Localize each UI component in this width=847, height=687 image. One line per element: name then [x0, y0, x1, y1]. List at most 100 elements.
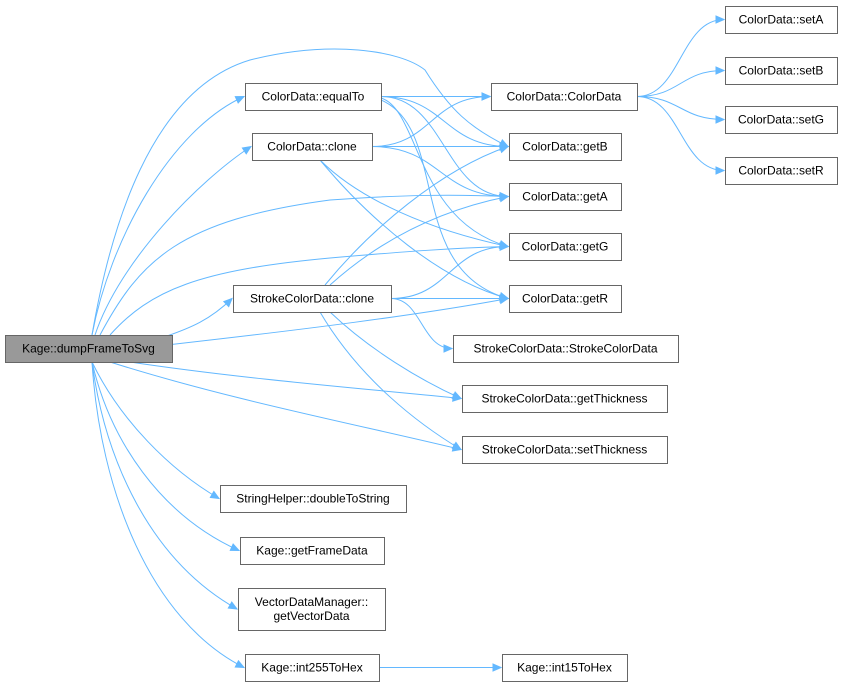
edge-dumpFrameToSvg-to-getVectorData-arrowhead — [227, 601, 239, 610]
edge-dumpFrameToSvg-to-setThickness — [109, 361, 462, 450]
node-setG[interactable]: ColorData::setG — [725, 106, 838, 134]
node-box-getB[interactable] — [509, 133, 622, 161]
node-label-strokeClone: StrokeColorData::clone — [250, 292, 374, 306]
node-box-doubleToString[interactable] — [220, 485, 407, 513]
node-box-setA[interactable] — [725, 6, 838, 34]
edge-equalTo-to-getB — [380, 96, 509, 147]
node-getB[interactable]: ColorData::getB — [509, 133, 622, 161]
node-setThickness[interactable]: StrokeColorData::setThickness — [462, 436, 668, 464]
edge-dumpFrameToSvg-to-int255ToHex-arrowhead — [234, 659, 246, 669]
node-setA[interactable]: ColorData::setA — [725, 6, 838, 34]
edge-clone-to-getG — [319, 159, 509, 247]
node-box-setB[interactable] — [725, 57, 838, 85]
node-box-setThickness[interactable] — [462, 436, 668, 464]
node-box-int15ToHex[interactable] — [502, 654, 628, 682]
edge-strokeClone-to-getG — [390, 246, 509, 299]
node-label-colorData: ColorData::ColorData — [507, 90, 622, 104]
node-box-setG[interactable] — [725, 106, 838, 134]
node-getR[interactable]: ColorData::getR — [509, 285, 622, 313]
node-dumpFrameToSvg[interactable]: Kage::dumpFrameToSvg — [5, 335, 173, 363]
edge-strokeClone-to-strokeColorData-arrowhead — [443, 344, 454, 353]
edge-dumpFrameToSvg-to-getG — [109, 246, 509, 336]
node-box-int255ToHex[interactable] — [245, 654, 380, 682]
node-box-strokeColorData[interactable] — [453, 335, 679, 363]
edge-dumpFrameToSvg-to-doubleToString-arrowhead — [209, 490, 221, 500]
edge-colorData-to-setA-arrowhead — [715, 15, 726, 24]
edge-strokeClone-to-strokeColorData — [390, 298, 453, 349]
node-label-getA: ColorData::getA — [522, 190, 607, 204]
node-label-clone: ColorData::clone — [267, 140, 357, 154]
edge-clone-to-colorData-arrowhead — [481, 92, 492, 101]
edge-strokeClone-to-getA-arrowhead — [498, 193, 510, 203]
node-box-getVectorData[interactable] — [238, 588, 386, 631]
node-clone[interactable]: ColorData::clone — [252, 133, 373, 161]
edge-dumpFrameToSvg-to-getThickness — [129, 361, 462, 399]
edge-dumpFrameToSvg-to-getFrameData-arrowhead — [229, 543, 241, 552]
edge-clone-to-getR — [319, 159, 509, 299]
edge-colorData-to-setA — [636, 19, 725, 97]
edge-dumpFrameToSvg-to-getR — [166, 298, 509, 346]
node-label-getG: ColorData::getG — [522, 240, 609, 254]
call-nodes: Kage::dumpFrameToSvgColorData::equalToCo… — [5, 6, 838, 682]
node-int255ToHex[interactable]: Kage::int255ToHex — [245, 654, 380, 682]
node-label-getVectorData-0: VectorDataManager:: — [255, 595, 368, 609]
edge-strokeClone-to-getThickness — [329, 311, 462, 399]
node-equalTo[interactable]: ColorData::equalTo — [245, 83, 382, 111]
edge-colorData-to-setR — [636, 96, 725, 171]
node-label-getR: ColorData::getR — [522, 292, 608, 306]
node-box-strokeClone[interactable] — [233, 285, 392, 313]
edge-int255ToHex-to-int15ToHex-arrowhead — [492, 663, 503, 672]
node-box-getA[interactable] — [509, 183, 622, 211]
node-label-setA: ColorData::setA — [739, 13, 824, 27]
node-label-doubleToString: StringHelper::doubleToString — [236, 492, 389, 506]
node-getThickness[interactable]: StrokeColorData::getThickness — [462, 385, 668, 413]
node-doubleToString[interactable]: StringHelper::doubleToString — [220, 485, 407, 513]
node-strokeColorData[interactable]: StrokeColorData::StrokeColorData — [453, 335, 679, 363]
edge-dumpFrameToSvg-to-getA — [99, 194, 509, 336]
node-getFrameData[interactable]: Kage::getFrameData — [240, 537, 385, 565]
node-setB[interactable]: ColorData::setB — [725, 57, 838, 85]
edge-colorData-to-setG — [636, 96, 725, 120]
edge-dumpFrameToSvg-to-equalTo-arrowhead — [234, 95, 246, 104]
node-box-equalTo[interactable] — [245, 83, 382, 111]
edge-dumpFrameToSvg-to-strokeClone-arrowhead — [222, 297, 233, 308]
node-strokeClone[interactable]: StrokeColorData::clone — [233, 285, 392, 313]
node-box-colorData[interactable] — [491, 83, 638, 111]
edge-dumpFrameToSvg-to-clone — [94, 146, 252, 336]
edge-strokeClone-to-getA — [329, 196, 509, 286]
node-box-dumpFrameToSvg[interactable] — [5, 335, 173, 363]
node-setR[interactable]: ColorData::setR — [725, 157, 838, 185]
node-box-setR[interactable] — [725, 157, 838, 185]
node-box-getThickness[interactable] — [462, 385, 668, 413]
edge-dumpFrameToSvg-to-getB — [91, 48, 509, 336]
node-label-strokeColorData: StrokeColorData::StrokeColorData — [473, 342, 657, 356]
edge-colorData-to-setR-arrowhead — [715, 166, 726, 175]
node-getG[interactable]: ColorData::getG — [509, 233, 622, 261]
edge-colorData-to-setB-arrowhead — [715, 66, 726, 75]
edge-colorData-to-setG-arrowhead — [715, 115, 726, 124]
node-label-setThickness: StrokeColorData::setThickness — [482, 443, 647, 457]
edge-strokeClone-to-getB-arrowhead — [498, 145, 510, 154]
node-label-getB: ColorData::getB — [522, 140, 607, 154]
edge-strokeClone-to-setThickness-arrowhead — [451, 441, 463, 451]
edge-strokeClone-to-getThickness-arrowhead — [451, 391, 463, 400]
node-label-int255ToHex: Kage::int255ToHex — [261, 661, 362, 675]
node-colorData[interactable]: ColorData::ColorData — [491, 83, 638, 111]
node-getVectorData[interactable]: VectorDataManager::getVectorData — [238, 588, 386, 631]
node-box-getG[interactable] — [509, 233, 622, 261]
call-edges — [91, 15, 726, 672]
node-getA[interactable]: ColorData::getA — [509, 183, 622, 211]
edge-strokeClone-to-getB — [324, 146, 509, 286]
node-int15ToHex[interactable]: Kage::int15ToHex — [502, 654, 628, 682]
edge-dumpFrameToSvg-to-getVectorData — [91, 361, 238, 610]
edge-dumpFrameToSvg-to-clone-arrowhead — [241, 145, 253, 155]
node-box-getR[interactable] — [509, 285, 622, 313]
node-box-clone[interactable] — [252, 133, 373, 161]
edge-strokeClone-to-setThickness — [319, 311, 462, 450]
node-label-equalTo: ColorData::equalTo — [262, 90, 365, 104]
edge-dumpFrameToSvg-to-equalTo — [91, 96, 245, 336]
edge-equalTo-to-getR — [380, 99, 509, 299]
node-box-getFrameData[interactable] — [240, 537, 385, 565]
node-label-setG: ColorData::setG — [738, 113, 824, 127]
